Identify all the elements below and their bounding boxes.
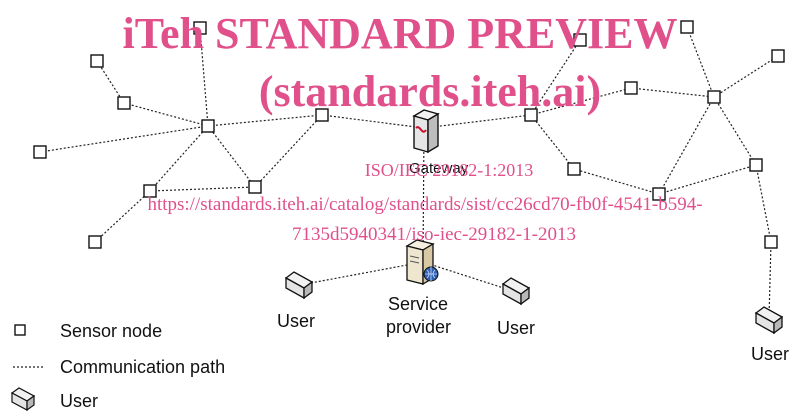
communication-path bbox=[768, 241, 772, 319]
communication-path bbox=[199, 27, 209, 127]
sensor-node bbox=[707, 90, 721, 104]
communication-path bbox=[686, 26, 715, 98]
service-provider-label-line1: Service bbox=[388, 294, 448, 314]
communication-path bbox=[123, 102, 209, 127]
gateway-label: Gateway bbox=[409, 160, 469, 177]
sensor-node bbox=[201, 119, 215, 133]
sensor-node bbox=[248, 180, 262, 194]
communication-path bbox=[149, 125, 209, 192]
watermark-reference: ISO/IEC 29182-1:2013 bbox=[365, 160, 534, 180]
sensor-node bbox=[524, 108, 538, 122]
communication-path bbox=[713, 96, 757, 166]
user-label-right: User bbox=[751, 344, 789, 364]
service-provider-label-line2: provider bbox=[386, 317, 451, 337]
legend-communication-path-label: Communication path bbox=[60, 357, 225, 377]
legend-user-label: User bbox=[60, 391, 98, 411]
communication-path bbox=[530, 87, 632, 116]
communication-path bbox=[321, 114, 425, 129]
communication-path bbox=[573, 168, 660, 195]
sensor-node bbox=[143, 184, 157, 198]
sensor-node bbox=[117, 96, 131, 110]
watermark-subtitle: (standards.iteh.ai) bbox=[259, 67, 601, 116]
user-label-left: User bbox=[277, 311, 315, 331]
sensor-node bbox=[193, 21, 207, 35]
communication-path bbox=[94, 190, 151, 243]
user-label-middle: User bbox=[497, 318, 535, 338]
sensor-node bbox=[749, 158, 763, 172]
communication-path bbox=[630, 87, 715, 98]
legend-sensor-node-icon bbox=[14, 324, 26, 336]
communication-path bbox=[713, 55, 779, 98]
watermark-url-line2: 7135d5940341/iso-iec-29182-1-2013 bbox=[292, 224, 576, 245]
sensor-node bbox=[624, 81, 638, 95]
communication-path bbox=[207, 114, 323, 127]
communication-path bbox=[658, 164, 757, 195]
sensor-nodes bbox=[33, 20, 785, 249]
communication-path bbox=[423, 114, 532, 129]
sensor-node bbox=[315, 108, 329, 122]
service-provider-icon bbox=[405, 239, 439, 286]
gateway-icon bbox=[412, 109, 440, 154]
sensor-node bbox=[771, 49, 785, 63]
communication-path bbox=[530, 114, 575, 170]
watermark-url-line1: https://standards.iteh.ai/catalog/standa… bbox=[147, 194, 702, 215]
communication-path bbox=[755, 164, 772, 243]
communication-path bbox=[658, 96, 715, 195]
sensor-node bbox=[680, 20, 694, 34]
user-icon-left bbox=[284, 271, 314, 300]
user-icon-middle bbox=[501, 277, 531, 306]
communication-paths bbox=[39, 26, 779, 319]
legend-sensor-node-label: Sensor node bbox=[60, 321, 162, 341]
user-icon-right bbox=[754, 306, 784, 335]
communication-path bbox=[39, 125, 209, 153]
watermark: iTeh STANDARD PREVIEW (standards.iteh.ai… bbox=[123, 9, 703, 245]
communication-path bbox=[422, 261, 517, 293]
sensor-node bbox=[90, 54, 104, 68]
communication-path bbox=[96, 60, 125, 104]
communication-path bbox=[299, 261, 424, 286]
legend: Sensor node Communication path User bbox=[10, 321, 225, 412]
sensor-node bbox=[573, 33, 587, 47]
sensor-node bbox=[33, 145, 47, 159]
communication-path bbox=[254, 114, 323, 188]
communication-path bbox=[149, 186, 256, 192]
watermark-title: iTeh STANDARD PREVIEW bbox=[123, 9, 678, 58]
communication-path bbox=[530, 39, 581, 116]
sensor-node bbox=[764, 235, 778, 249]
legend-user-icon bbox=[10, 387, 36, 412]
sensor-node bbox=[88, 235, 102, 249]
sensor-node bbox=[652, 187, 666, 201]
sensor-node bbox=[567, 162, 581, 176]
communication-path bbox=[207, 125, 256, 188]
